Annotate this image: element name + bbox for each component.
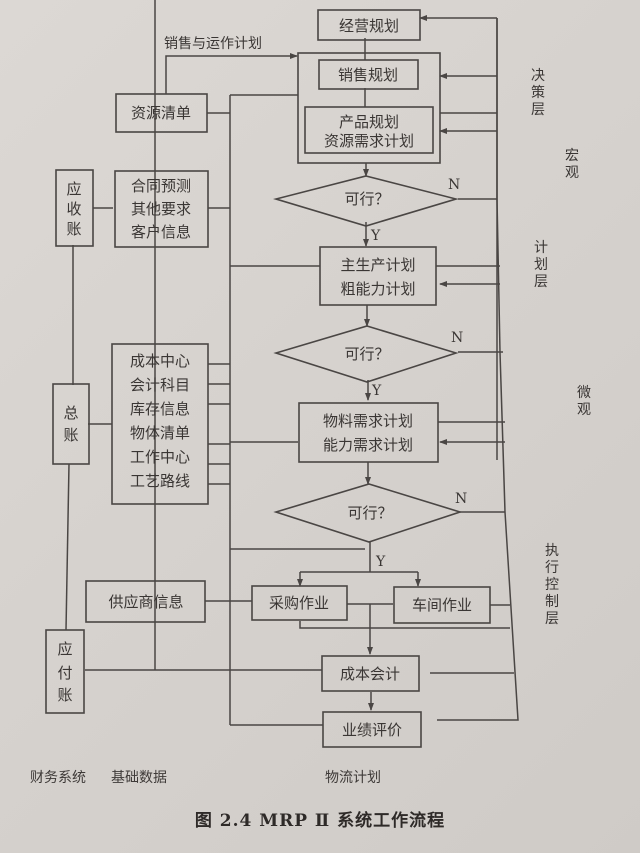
node-performance[interactable] [322, 711, 422, 748]
arrow-sop [165, 53, 298, 94]
label-no-3: N [455, 491, 467, 507]
layer-char: 控 [545, 577, 559, 593]
base-data-item-2: 会计科目 [130, 376, 190, 394]
layer-labels: 决策层 宏观 计划层 微观 执行控制层 [531, 68, 591, 627]
planning-group [297, 52, 441, 164]
figure-caption: 图 2.4 MRP Ⅱ 系统工作流程 [194, 811, 446, 831]
node-general-ledger[interactable] [52, 383, 90, 465]
layer-char: 观 [565, 165, 579, 181]
layer-char: 行 [545, 560, 559, 576]
performance-feedback [437, 511, 519, 721]
node-receivable-char-3: 账 [66, 220, 81, 238]
node-gl-char-2: 账 [63, 426, 78, 444]
node-mps[interactable] [319, 246, 437, 306]
layer-char: 决 [531, 68, 545, 84]
node-cost-accounting-label: 成本会计 [340, 665, 400, 683]
node-product-plan[interactable] [304, 106, 434, 154]
layer-execution: 执行控制层 [545, 543, 559, 627]
node-supplier-label: 供应商信息 [108, 593, 183, 611]
node-performance-label: 业绩评价 [342, 721, 402, 739]
node-gl-char-1: 总 [63, 404, 78, 422]
node-contract-line-1: 合同预测 [131, 177, 191, 195]
node-mps-line-2: 粗能力计划 [340, 280, 415, 298]
base-data-item-3: 库存信息 [130, 400, 190, 418]
label-no-2: N [451, 330, 463, 346]
column-base-data: 基础数据 [111, 770, 167, 786]
node-shop-floor-label: 车间作业 [412, 596, 472, 614]
label-yes-2: Y [371, 383, 382, 399]
base-data-item-1: 成本中心 [130, 352, 190, 370]
node-payable[interactable] [45, 629, 85, 714]
node-contract-line-3: 客户信息 [131, 223, 191, 241]
node-receivable-char-2: 收 [66, 200, 81, 218]
decision-2-label: 可行？ [344, 345, 389, 363]
layer-char: 宏 [565, 148, 579, 164]
node-base-data[interactable] [111, 343, 209, 505]
node-business-plan-label: 经营规划 [339, 17, 399, 35]
node-receivable-char-1: 应 [66, 180, 81, 198]
layer-char: 层 [534, 274, 548, 290]
node-payable-char-2: 付 [57, 664, 72, 682]
node-purchasing[interactable] [251, 585, 348, 621]
decision-1[interactable] [273, 175, 459, 227]
connectors [65, 0, 519, 726]
node-business-plan[interactable] [317, 9, 421, 41]
node-sales-plan[interactable] [318, 59, 419, 90]
layer-planning: 计划层 [534, 240, 548, 290]
layer-char: 层 [545, 611, 559, 627]
node-sales-plan-label: 销售规划 [338, 66, 398, 84]
layer-char: 制 [545, 594, 559, 610]
node-purchasing-label: 采购作业 [269, 594, 329, 612]
base-data-item-6: 工艺路线 [130, 472, 190, 490]
label-no-1: N [448, 177, 460, 193]
node-mps-line-1: 主生产计划 [340, 256, 415, 274]
layer-micro: 微观 [577, 385, 591, 418]
nodes: 经营规划 销售规划 产品规划 资源需求计划 资源清单 应 收 账 合同预测 其他… [45, 9, 491, 748]
node-receivable[interactable] [55, 169, 94, 247]
layer-char: 观 [577, 402, 591, 418]
label-yes-3: Y [375, 554, 386, 570]
node-mrp[interactable] [298, 402, 439, 463]
decision-3[interactable] [273, 483, 463, 543]
node-cost-accounting[interactable] [321, 655, 420, 692]
node-supplier[interactable] [85, 580, 206, 623]
layer-macro: 宏观 [565, 148, 579, 181]
edge-labels: 销售与运作计划 N Y N Y N Y [164, 36, 467, 570]
node-payable-char-3: 账 [57, 686, 72, 704]
layer-char: 微 [577, 385, 591, 401]
label-yes-1: Y [370, 228, 381, 244]
decision-3-label: 可行？ [347, 504, 392, 522]
line-gl-to-ap [65, 463, 70, 631]
decision-2[interactable] [273, 325, 459, 383]
layer-char: 计 [534, 240, 548, 256]
column-finance: 财务系统 [30, 770, 86, 786]
column-logistics: 物流计划 [325, 770, 381, 786]
node-product-plan-label-2: 资源需求计划 [324, 132, 414, 150]
layer-char: 策 [531, 84, 545, 101]
node-resource-list[interactable] [115, 93, 208, 133]
layer-char: 执 [545, 543, 559, 559]
base-data-item-5: 工作中心 [130, 448, 190, 466]
label-sop: 销售与运作计划 [164, 36, 262, 52]
node-contract-line-2: 其他要求 [131, 200, 191, 218]
node-resource-list-label: 资源清单 [131, 104, 191, 122]
layer-char: 层 [531, 102, 545, 118]
node-mrp-line-1: 物料需求计划 [323, 412, 413, 430]
layer-decision: 决策层 [531, 68, 545, 118]
node-payable-char-1: 应 [57, 640, 72, 658]
node-product-plan-label-1: 产品规划 [339, 113, 399, 131]
layer-char: 划 [534, 257, 548, 273]
node-contract[interactable] [114, 170, 209, 248]
node-shop-floor[interactable] [393, 586, 491, 624]
base-data-item-4: 物体清单 [130, 424, 190, 442]
node-mrp-line-2: 能力需求计划 [323, 436, 413, 454]
line-purchasing-bottom [299, 621, 510, 629]
decision-1-label: 可行？ [344, 190, 389, 208]
